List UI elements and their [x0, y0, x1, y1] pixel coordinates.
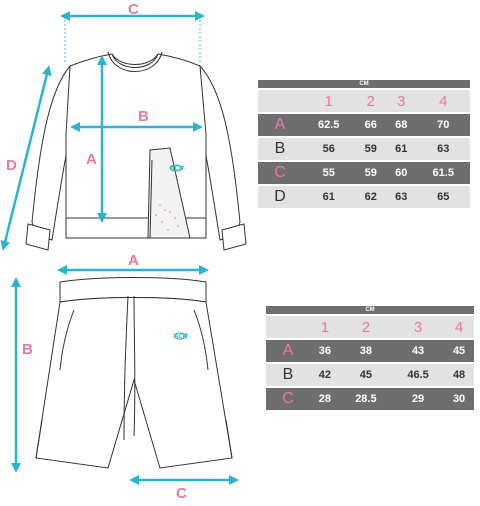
row-label: A	[266, 340, 310, 362]
table-row: A 62.5 66 68 70	[258, 114, 470, 136]
table-row: C 28 28.5 29 30	[266, 388, 474, 410]
table-cell: 45	[339, 364, 392, 386]
table-cell: 61	[302, 186, 356, 208]
table-cell: 43	[391, 340, 445, 362]
table-cell: 29	[391, 388, 445, 410]
table-cell: 45	[444, 340, 474, 362]
row-label: C	[258, 162, 302, 184]
table-size-header: 1 2 3 4	[266, 316, 474, 338]
sweatshirt-letter-b: B	[138, 108, 149, 125]
table-cell: 66	[355, 114, 386, 136]
sweatshirt-print-dots	[155, 204, 179, 231]
table-corner	[258, 90, 302, 112]
size-header: 2	[355, 90, 386, 112]
shorts-drawstrings	[123, 295, 136, 441]
table-cell: 63	[416, 138, 470, 160]
shorts-drawing	[35, 277, 233, 469]
size-header: 3	[391, 316, 445, 338]
size-header: 4	[416, 90, 470, 112]
table-corner	[266, 316, 310, 338]
table-cell: 30	[444, 388, 474, 410]
shorts-logo: ACM	[173, 332, 189, 340]
table-cell: 70	[416, 114, 470, 136]
measure-d-top	[0, 65, 52, 251]
table-row: C 55 59 60 61.5	[258, 162, 470, 184]
row-label: B	[266, 364, 310, 386]
table-row: A 36 38 43 45	[266, 340, 474, 362]
size-header: 2	[339, 316, 392, 338]
table-row: B 56 59 61 63	[258, 138, 470, 160]
sweatshirt-guide-lines	[64, 16, 201, 64]
table-cell: 48	[444, 364, 474, 386]
table-row: B 42 45 46.5 48	[266, 364, 474, 386]
sweatshirt-letter-d: D	[6, 157, 17, 174]
sweatshirt-letter-a: A	[86, 151, 97, 168]
table-cell: 63	[385, 186, 417, 208]
table-unit: CM	[258, 80, 470, 88]
table-cell: 61.5	[416, 162, 470, 184]
sweatshirt-logo-text: ACM	[169, 166, 185, 172]
row-label: C	[266, 388, 310, 410]
table-cell: 59	[355, 162, 386, 184]
row-label: D	[258, 186, 302, 208]
size-header: 3	[385, 90, 417, 112]
table-size-header: 1 2 3 4	[258, 90, 470, 112]
table-cell: 62.5	[302, 114, 356, 136]
table-cell: 61	[385, 138, 417, 160]
table-cell: 68	[385, 114, 417, 136]
sweatshirt-logo: ACM	[169, 164, 185, 172]
size-header: 1	[310, 316, 340, 338]
sweatshirt-measurements	[0, 11, 205, 251]
shorts-letter-c: C	[176, 485, 187, 502]
table-unit-row: CM	[258, 80, 470, 88]
row-label: A	[258, 114, 302, 136]
sweatshirt-size-table: CM 1 2 3 4 A 62.5 66 68 70 B 56 59 61 63…	[258, 78, 470, 210]
table-cell: 55	[302, 162, 356, 184]
shorts-measurements	[11, 265, 239, 485]
table-cell: 42	[310, 364, 340, 386]
size-header: 1	[302, 90, 356, 112]
table-cell: 59	[355, 138, 386, 160]
shorts-logo-text: ACM	[173, 334, 189, 340]
shorts-letter-a: A	[128, 252, 139, 269]
table-cell: 36	[310, 340, 340, 362]
sweatshirt-drawing	[25, 51, 247, 251]
table-unit-row: CM	[266, 306, 474, 314]
table-cell: 46.5	[391, 364, 445, 386]
table-cell: 28	[310, 388, 340, 410]
table-cell: 28.5	[339, 388, 392, 410]
size-header: 4	[444, 316, 474, 338]
table-cell: 60	[385, 162, 417, 184]
shorts-size-table: CM 1 2 3 4 A 36 38 43 45 B 42 45 46.5 48…	[266, 304, 474, 412]
table-unit: CM	[266, 306, 474, 314]
table-cell: 62	[355, 186, 386, 208]
table-cell: 65	[416, 186, 470, 208]
table-cell: 38	[339, 340, 392, 362]
table-row: D 61 62 63 65	[258, 186, 470, 208]
row-label: B	[258, 138, 302, 160]
table-cell: 56	[302, 138, 356, 160]
sweatshirt-letter-c: C	[128, 1, 139, 18]
shorts-letter-b: B	[22, 341, 33, 358]
